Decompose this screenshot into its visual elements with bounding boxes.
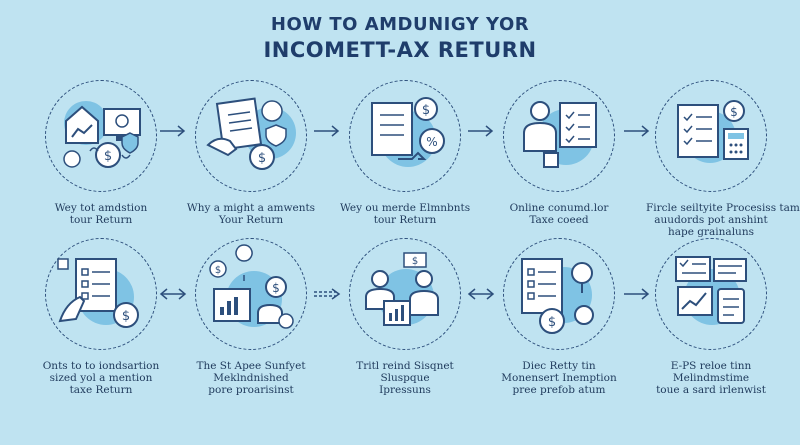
step-10-caption-3: toue a sard irlenwist	[656, 384, 766, 396]
step-5-caption-1: Fircle seiltyite Procesiss tame	[646, 202, 800, 214]
step-4-caption-2: Taxe coeed	[529, 214, 589, 226]
step-9-caption-3: pree prefob atum	[512, 384, 606, 396]
title-line-1: HOW TO AMDUNIGY YOR	[270, 14, 530, 35]
step-2-caption-1: Why a might a amwents	[186, 202, 316, 214]
step-7: $ $ The St Apee Sunfyet Meklndnished por…	[186, 238, 316, 396]
svg-text:$: $	[215, 265, 221, 276]
svg-text:$: $	[412, 256, 418, 267]
step-6: $ Onts to to iondsartion sized yol a men…	[36, 238, 166, 396]
title-line-2: INCOMETT-AX RETURN	[263, 38, 537, 62]
arrow-right-dashed-icon	[314, 288, 341, 300]
svg-text:$: $	[422, 103, 430, 118]
step-9-caption-2: Monensert Inemption	[501, 372, 617, 384]
step-8: $ Tritl reind Sisqnet Sluspque Ipressuns	[340, 238, 470, 396]
hand-checklist-coin-icon: $	[45, 238, 157, 350]
step-6-caption-2: sized yol a mention	[49, 372, 153, 384]
house-computer-icon: $	[45, 80, 157, 192]
step-7-caption-2: Meklndnished	[213, 372, 289, 384]
step-4: Online conumd.lor Taxe coeed	[494, 80, 624, 226]
step-5-caption-3: hape grainaluns	[668, 226, 754, 238]
svg-text:$: $	[548, 315, 556, 330]
svg-text:%: %	[426, 135, 437, 149]
svg-text:$: $	[730, 105, 738, 119]
documents-percent-icon: $ %	[349, 80, 461, 192]
arrow-right-icon	[160, 125, 186, 137]
person-checklist-icon	[503, 80, 615, 192]
chart-people-coin-icon: $ $	[195, 238, 307, 350]
step-5-caption-2: auudords pot anshint	[654, 214, 768, 226]
step-9-caption-1: Diec Retty tin	[522, 360, 596, 372]
step-5: $ Fircle seiltyite Procesiss tame auudor…	[646, 80, 800, 238]
step-3-caption-2: tour Return	[373, 214, 437, 226]
step-2-caption-2: Your Return	[218, 214, 284, 226]
step-1-caption-2: tour Return	[69, 214, 133, 226]
step-8-caption-2: Sluspque	[380, 372, 430, 384]
step-1-caption-1: Wey tot amdstion	[54, 202, 148, 214]
step-8-caption-3: Ipressuns	[379, 384, 431, 396]
svg-text:$: $	[122, 309, 130, 324]
arrow-right-icon	[624, 125, 650, 137]
step-10-caption-1: E-PS reloe tinn	[670, 360, 752, 372]
arrow-double-icon	[159, 288, 187, 300]
step-3-caption-1: Wey ou merde Elmnbnts	[340, 202, 471, 214]
step-6-caption-3: taxe Return	[69, 384, 133, 396]
arrow-right-icon	[624, 288, 650, 300]
step-2: $ Why a might a amwents Your Return	[186, 80, 316, 226]
step-8-caption-1: Tritl reind Sisqnet	[356, 360, 454, 372]
svg-text:$: $	[272, 281, 280, 295]
hand-document-coin-icon: $	[195, 80, 307, 192]
step-7-caption-3: pore proarisinst	[208, 384, 294, 396]
step-6-caption-1: Onts to to iondsartion	[42, 360, 160, 372]
people-chart-icon: $	[349, 238, 461, 350]
step-7-caption-1: The St Apee Sunfyet	[196, 360, 306, 372]
step-10-caption-2: Melindmstime	[672, 372, 750, 384]
checklist-calculator-icon: $	[655, 80, 767, 192]
arrow-right-icon	[314, 125, 340, 137]
step-3: $ % Wey ou merde Elmnbnts tour Return	[340, 80, 470, 226]
step-4-caption-1: Online conumd.lor	[509, 202, 609, 214]
checklist-coins-icon: $	[503, 238, 615, 350]
step-1: $ Wey tot amdstion tour Return	[36, 80, 166, 226]
step-9: $ Diec Retty tin Monensert Inemption pre…	[494, 238, 624, 396]
arrow-right-icon	[468, 125, 494, 137]
step-10: E-PS reloe tinn Melindmstime toue a sard…	[646, 238, 776, 396]
arrow-double-icon	[467, 288, 495, 300]
svg-text:$: $	[258, 151, 266, 166]
chart-tablet-icon	[655, 238, 767, 350]
svg-text:$: $	[104, 149, 112, 164]
